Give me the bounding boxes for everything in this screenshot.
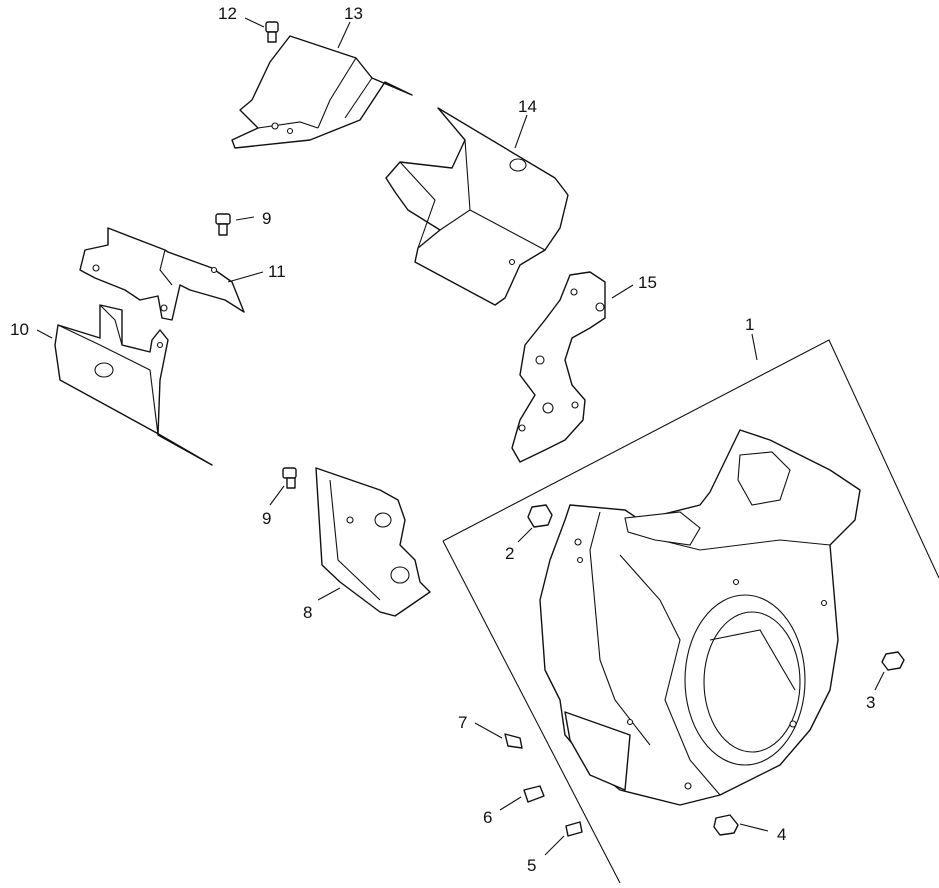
callout-13: 13 bbox=[344, 4, 363, 23]
part-10-lower-shroud bbox=[54, 304, 213, 466]
callout-4: 4 bbox=[777, 825, 786, 844]
part-7-stud bbox=[504, 733, 523, 749]
part-4-nut bbox=[713, 814, 739, 836]
part-9-screw-lower bbox=[282, 467, 297, 489]
part-15-bracket bbox=[511, 271, 606, 463]
callout-10: 10 bbox=[10, 320, 29, 339]
callout-11: 11 bbox=[268, 262, 286, 281]
callout-2: 2 bbox=[505, 544, 514, 563]
callout-5: 5 bbox=[527, 856, 536, 875]
callout-12: 12 bbox=[218, 4, 237, 23]
part-6-screw bbox=[523, 785, 545, 803]
part-12-screw bbox=[265, 21, 279, 43]
part-1-blower-housing bbox=[539, 429, 861, 806]
callout-15: 15 bbox=[638, 273, 657, 292]
part-13-upper-shroud bbox=[231, 35, 413, 149]
callout-6: 6 bbox=[483, 808, 492, 827]
callout-9-lower: 9 bbox=[262, 509, 271, 528]
part-8-bracket bbox=[315, 467, 431, 617]
part-5-screw bbox=[565, 821, 583, 837]
callout-8: 8 bbox=[303, 603, 312, 622]
part-11-bracket bbox=[79, 227, 245, 321]
part-2-nut bbox=[527, 504, 553, 528]
callout-3: 3 bbox=[866, 693, 875, 712]
part-3-nut bbox=[881, 651, 905, 671]
part-14-shroud bbox=[385, 107, 569, 306]
assembly-frame bbox=[442, 339, 939, 884]
part-9-screw-upper bbox=[215, 213, 231, 236]
callout-14: 14 bbox=[518, 97, 537, 116]
callout-9-upper: 9 bbox=[262, 209, 271, 228]
leader-lines bbox=[36, 17, 885, 856]
callout-1: 1 bbox=[745, 315, 754, 334]
callout-labels: 12 13 14 9 11 10 15 1 9 2 8 3 7 6 5 4 bbox=[10, 4, 875, 875]
callout-7: 7 bbox=[458, 713, 467, 732]
